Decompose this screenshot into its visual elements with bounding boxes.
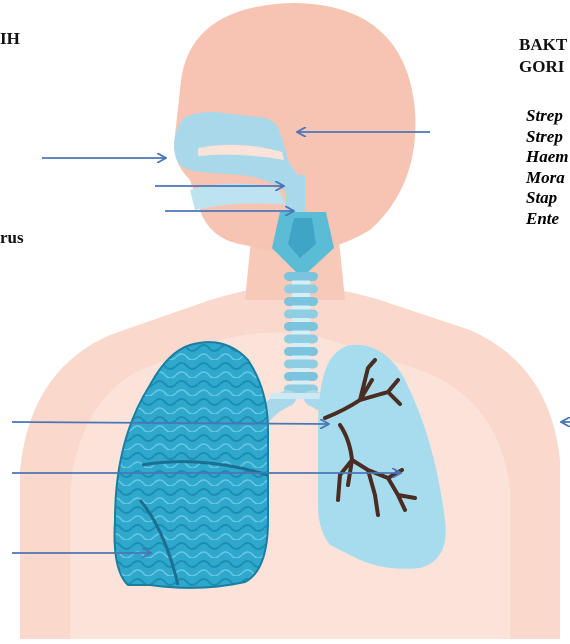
species-item: Haem — [526, 147, 569, 168]
trachea-gap — [292, 368, 310, 372]
trachea-ring — [284, 322, 318, 331]
trachea-gap — [292, 331, 310, 335]
trachea-gap — [292, 343, 310, 347]
trachea-ring — [284, 272, 318, 281]
trachea — [284, 272, 318, 397]
trachea-ring — [284, 297, 318, 306]
species-list: Strep Strep Haem Mora Stap Ente — [526, 106, 569, 229]
right-heading-line1: BAKT — [519, 34, 567, 56]
trachea-gap — [292, 281, 310, 285]
trachea-gap — [292, 318, 310, 322]
trachea-ring — [284, 335, 318, 344]
species-item: Strep — [526, 106, 569, 127]
species-item: Stap — [526, 188, 569, 209]
trachea-gap — [292, 293, 310, 297]
left-heading-fragment: IH — [0, 29, 20, 49]
body-silhouette — [20, 3, 560, 639]
trachea-ring — [284, 372, 318, 381]
pharynx — [286, 175, 305, 215]
trachea-ring — [284, 360, 318, 369]
trachea-ring — [284, 310, 318, 319]
trachea-ring — [284, 285, 318, 294]
species-item: Mora — [526, 168, 569, 189]
species-item: Strep — [526, 127, 569, 148]
species-item: Ente — [526, 209, 569, 230]
trachea-ring — [284, 347, 318, 356]
trachea-gap — [292, 306, 310, 310]
trachea-gap — [292, 356, 310, 360]
left-label-fragment: rus — [0, 228, 24, 248]
trachea-gap — [292, 381, 310, 385]
right-heading-line2: GORI — [519, 56, 564, 78]
